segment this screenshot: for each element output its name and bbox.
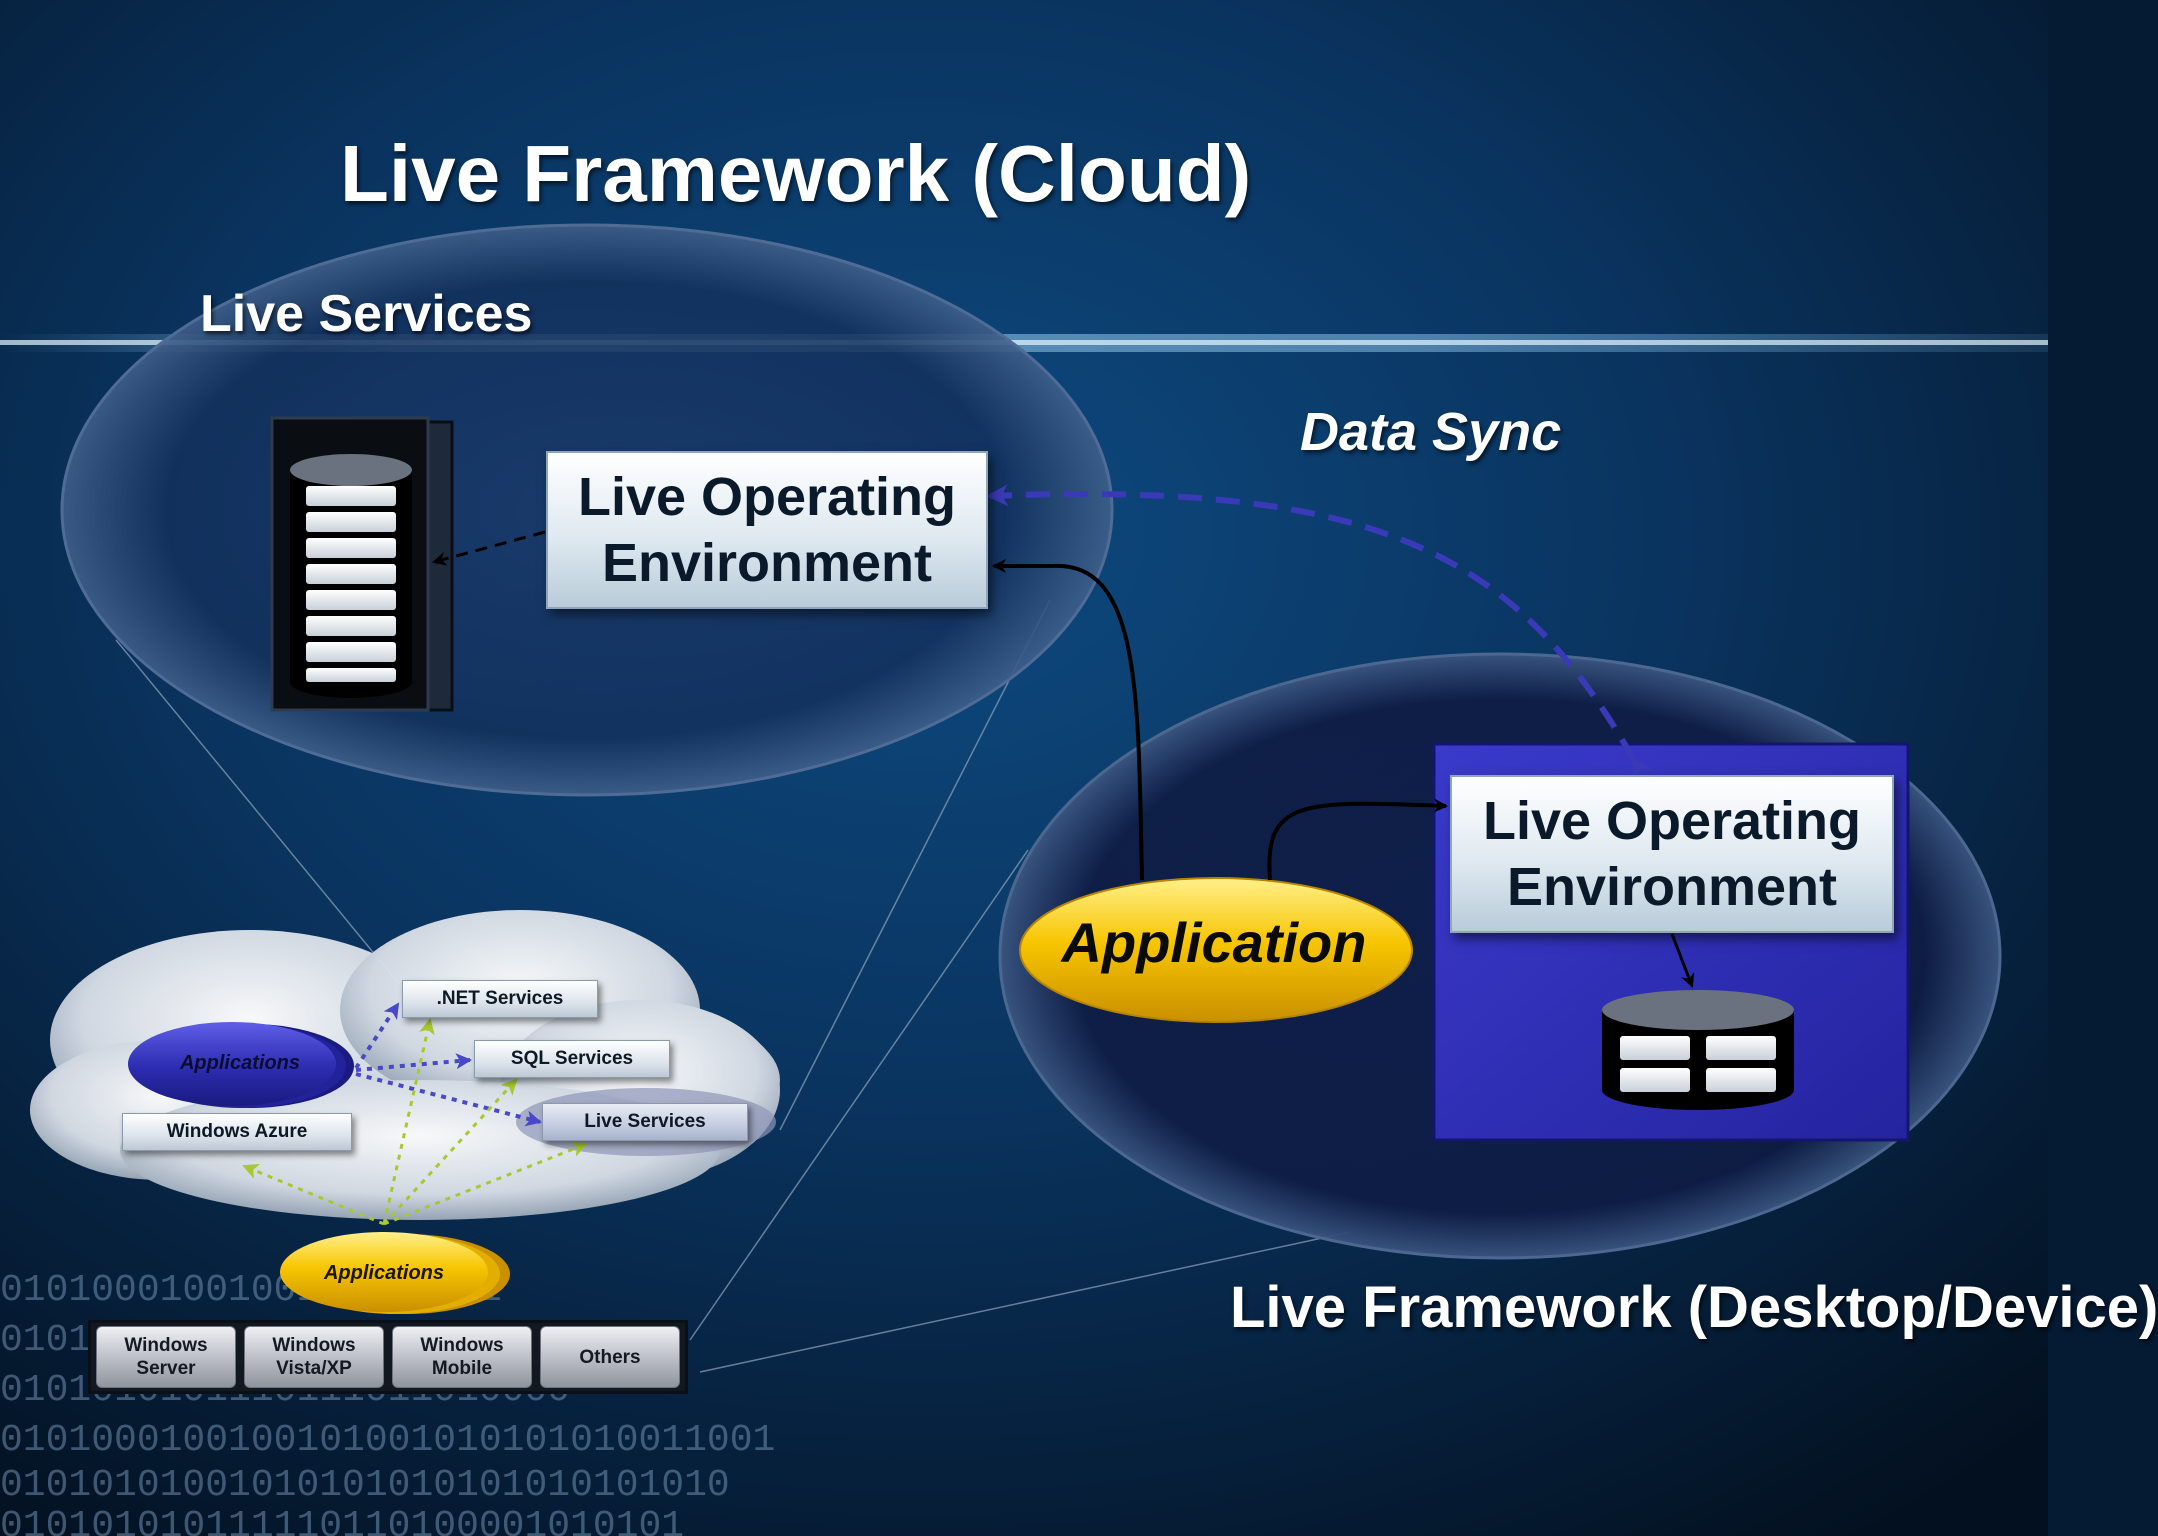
live-services-box: Live Services (542, 1103, 748, 1141)
cloud-loe-label: Live Operating Environment (577, 467, 957, 593)
applications-client-label: Applications (323, 1262, 444, 1284)
data-sync-arrow (986, 484, 1653, 782)
sql-services-box: SQL Services (474, 1040, 670, 1078)
binary-line: 01010101001010101010101010101010 (0, 1464, 730, 1507)
binary-line: 010101010111110110100001010101 (0, 1505, 684, 1536)
application-label: Application (1061, 911, 1367, 974)
net-services-box: .NET Services (402, 980, 598, 1018)
app-to-desktop-arrow (1267, 798, 1448, 881)
application-oval (1019, 877, 1413, 1023)
platform-windows-vista-xp: Windows Vista/XP (244, 1326, 384, 1388)
database-icon (1602, 990, 1794, 1110)
data-sync-label: Data Sync (1300, 402, 1562, 462)
desktop-live-operating-environment: Live Operating Environment (1450, 775, 1894, 933)
cloud-live-operating-environment: Live Operating Environment (546, 451, 988, 609)
desktop-loe-label: Live Operating Environment (1482, 791, 1862, 917)
cloud-blue-arrows (354, 1002, 542, 1127)
desktop-device-heading: Live Framework (Desktop/Device) (1230, 1275, 2158, 1340)
platform-windows-server: Windows Server (96, 1326, 236, 1388)
cloud-green-arrows (242, 1018, 588, 1226)
live-services-heading: Live Services (200, 285, 533, 343)
platform-windows-mobile: Windows Mobile (392, 1326, 532, 1388)
applications-cloud-label: Applications (179, 1052, 300, 1074)
binary-line: 0101000100100101001010101010011001 (0, 1419, 775, 1462)
applications-client-oval (280, 1232, 510, 1314)
device-store-arrow (1670, 933, 1695, 988)
windows-azure-box: Windows Azure (122, 1113, 352, 1151)
platform-others: Others (540, 1326, 680, 1388)
page-title: Live Framework (Cloud) (340, 129, 1252, 218)
app-to-cloud-arrow (992, 559, 1144, 881)
applications-cloud-oval (128, 1022, 354, 1108)
database-icon (270, 416, 454, 712)
